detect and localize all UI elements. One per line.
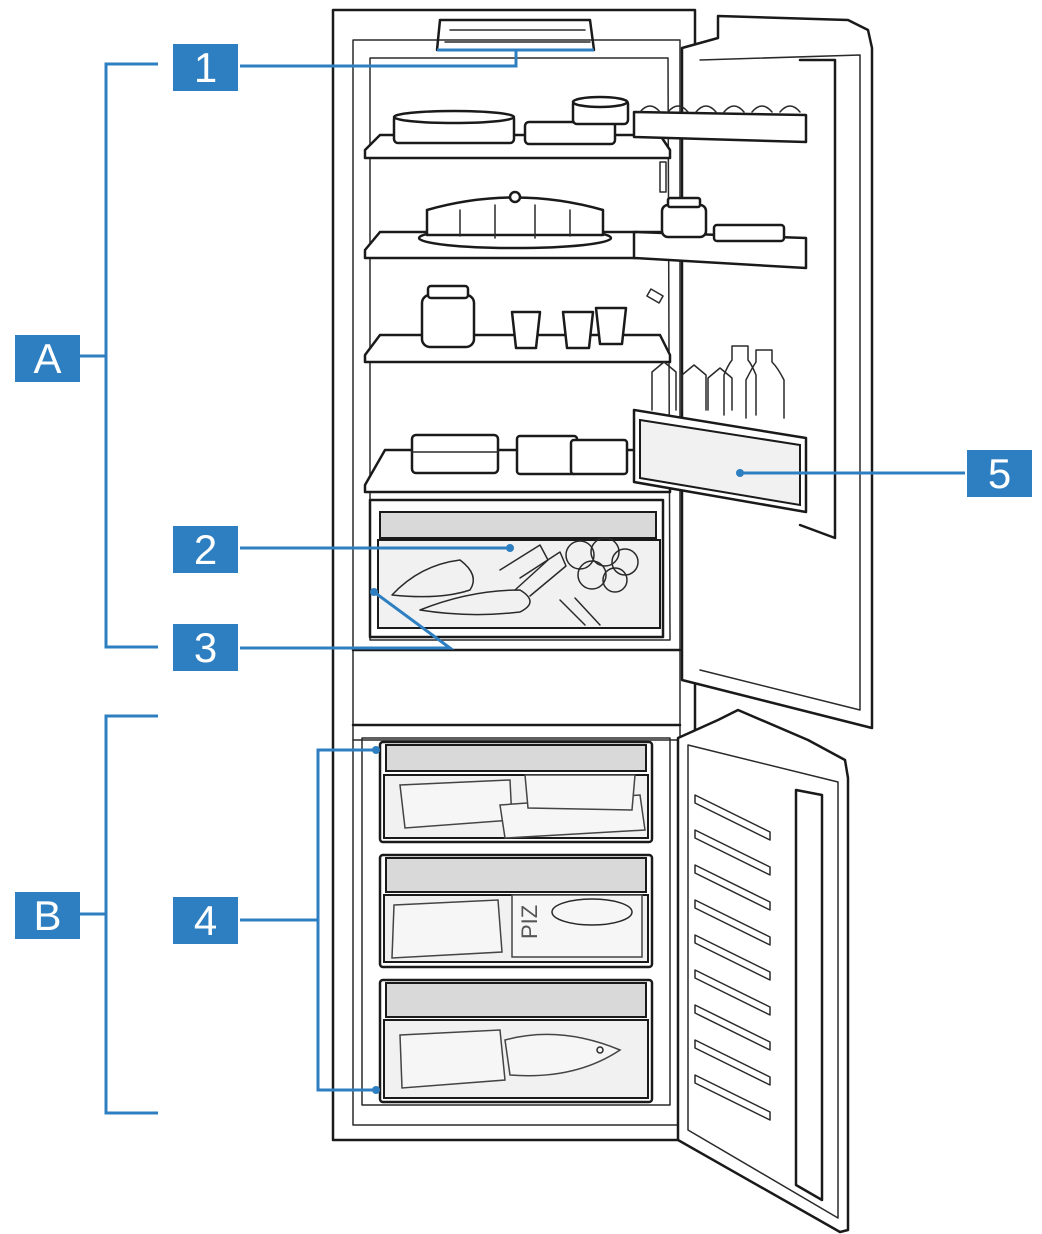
- bracket-section-b: [80, 714, 158, 1115]
- fridge-door: [632, 14, 874, 730]
- callout-1: 1: [173, 44, 238, 91]
- section-b-label: B: [33, 892, 61, 939]
- callout-5: 5: [967, 450, 1032, 497]
- freezer-door-ribs: [694, 794, 771, 1121]
- freezer-drawers: PIZ: [378, 740, 654, 1104]
- freezer-door: [676, 708, 850, 1234]
- callout-5-label: 5: [988, 450, 1011, 497]
- section-a-label: A: [33, 335, 61, 382]
- pizza-box-label: PIZ: [517, 905, 542, 939]
- callout-3-label: 3: [194, 624, 217, 671]
- section-b-badge: B: [15, 892, 80, 939]
- callout-2: 2: [173, 526, 238, 573]
- bracket-section-a: [80, 62, 158, 649]
- section-a-badge: A: [15, 335, 80, 382]
- crisper-drawer: [368, 498, 665, 639]
- fridge-food-items: [392, 95, 667, 476]
- callout-1-label: 1: [194, 44, 217, 91]
- callout-4: 4: [173, 897, 238, 944]
- leader-lines: [240, 48, 965, 650]
- callout-4-label: 4: [194, 897, 217, 944]
- callout-2-label: 2: [194, 526, 217, 573]
- bracket-drawers-4: [240, 746, 380, 1094]
- callout-3: 3: [173, 624, 238, 671]
